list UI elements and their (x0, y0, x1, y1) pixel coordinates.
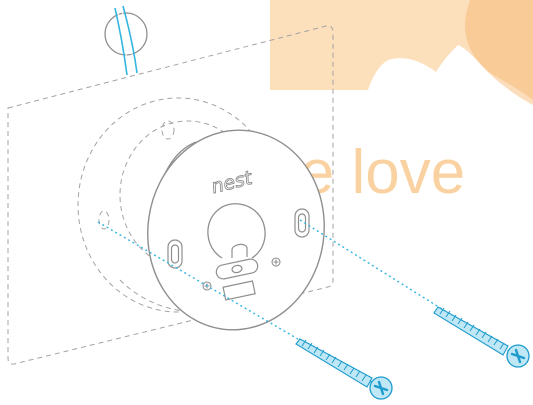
wire-strand-1 (115, 8, 127, 75)
watermark-heart-shadow (465, 0, 533, 105)
wood-screw-icon (296, 307, 529, 399)
screw-right (434, 307, 529, 367)
ghost-top-slot (162, 121, 174, 139)
ghost-left-hole (99, 211, 109, 229)
screw-left (296, 339, 392, 399)
cable-wire-icon (105, 6, 147, 75)
